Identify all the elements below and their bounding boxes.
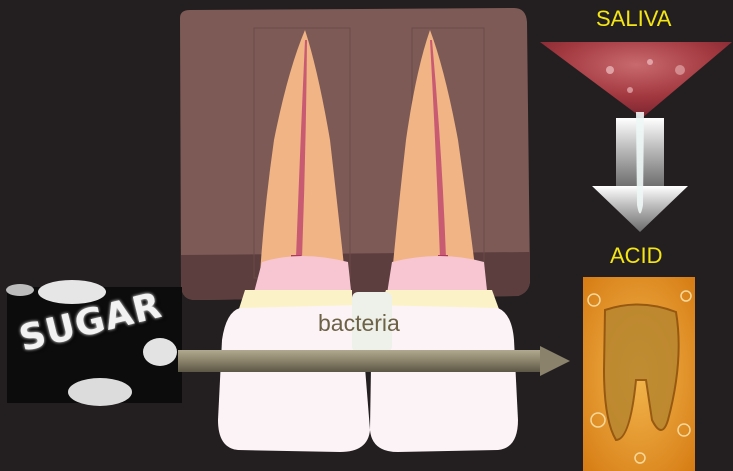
bacteria-label: bacteria <box>318 310 400 337</box>
acid-photo <box>583 277 695 471</box>
saliva-photo <box>540 42 732 118</box>
gum-tissue <box>180 8 530 300</box>
acid-label: ACID <box>610 243 663 269</box>
saliva-label: SALIVA <box>596 6 671 32</box>
saliva-down-arrow <box>592 112 688 232</box>
sugar-to-acid-arrow <box>178 346 570 376</box>
